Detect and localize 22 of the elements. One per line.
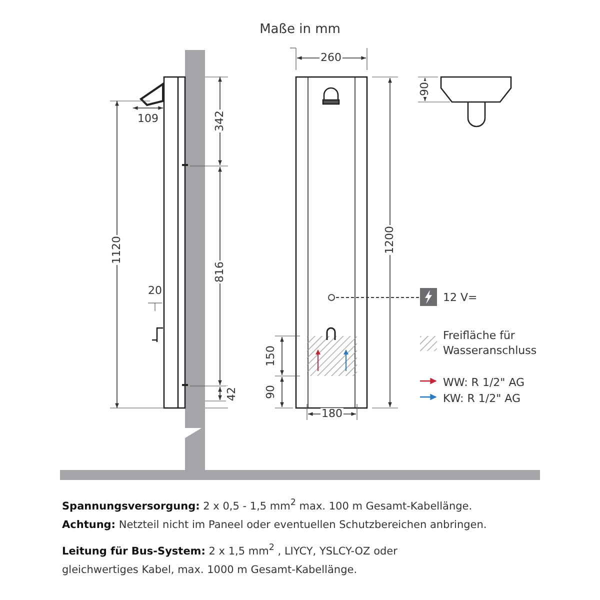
note-text: Spannungsversorgung: 2 x 0,5 - 1,5 mm$^{2}$ max. 100 m Gesamt-Kabellänge. — [62, 497, 474, 514]
dimension-label: 90 — [419, 81, 431, 97]
dimension-label: 1200 — [384, 225, 396, 255]
dimension-label: 342 — [214, 110, 226, 132]
note-text: Leitung für Bus-System: 2 x 1,5 mm$^{2}$ , LIYCY, YSLCY-OZ oder gleichwertiges Kabel, max. 1000 m Gesamt-Kabellänge. — [62, 542, 398, 578]
dimension-label: 20 — [147, 285, 163, 297]
legend-label: Freifläche für Wasseranschluss — [443, 328, 538, 358]
note-text: Achtung: Netzteil nicht im Paneel oder eventuellen Schutzbereichen anbringen. — [62, 518, 488, 533]
dimension-label: 1120 — [111, 235, 123, 265]
dimension-label: 260 — [320, 52, 342, 64]
dimension-label: 150 — [265, 344, 277, 368]
dimension-label: 180 — [320, 408, 344, 420]
dimension-label: 90 — [265, 384, 277, 400]
legend-label: KW: R 1/2" AG — [443, 391, 521, 406]
cable-entry-hole — [328, 294, 335, 301]
voltage-label: 12 V= — [443, 290, 478, 304]
leader-line — [334, 297, 420, 298]
dimension-label: 42 — [226, 386, 238, 402]
dimension-label: 109 — [136, 113, 160, 125]
dimension-label: 816 — [214, 260, 226, 284]
legend-label: WW: R 1/2" AG — [443, 375, 525, 390]
title: Maße in mm — [260, 22, 340, 37]
